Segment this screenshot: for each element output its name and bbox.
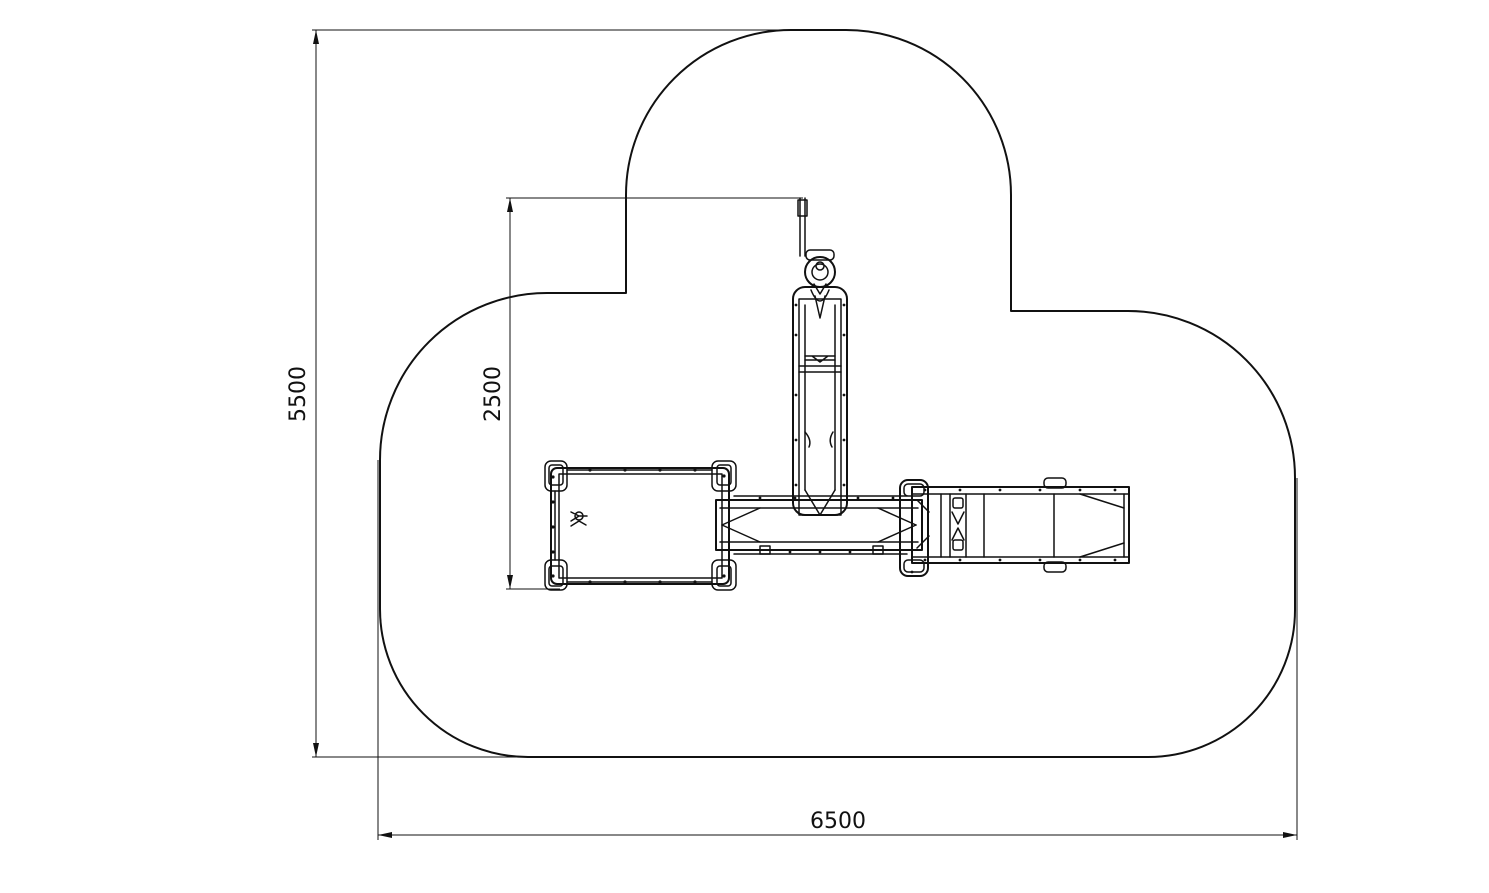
dimension-label-overall-width: 6500 [810, 809, 866, 834]
arrow-head-down [313, 743, 319, 757]
dimension-overall-depth: 5500 [286, 29, 846, 758]
bolt-pattern [794, 303, 846, 487]
safety-zone-outline [379, 29, 1296, 758]
horizontal-bridge [715, 495, 923, 555]
bolt-pattern [758, 496, 895, 554]
climbing-grip-icon [804, 431, 834, 448]
arrow-head-right [1283, 832, 1297, 838]
top-handle [797, 197, 836, 295]
dimension-overall-width: 6500 [377, 460, 1298, 840]
steering-wheel-icon [804, 256, 836, 288]
bolt-pattern [551, 468, 726, 584]
arrow-head-up [507, 198, 513, 212]
dimension-equipment-depth: 2500 [481, 197, 803, 590]
hand-grip-icon [570, 511, 588, 527]
dimension-label-equipment-depth: 2500 [481, 366, 506, 422]
bolt-pattern [910, 488, 1117, 574]
arrow-head-down [507, 575, 513, 589]
play-equipment-plan [544, 197, 1130, 591]
left-platform [544, 460, 737, 591]
arrow-head-up [313, 30, 319, 44]
vertical-climber [792, 286, 848, 516]
right-ramp [899, 477, 1130, 577]
dimension-label-overall-depth: 5500 [286, 366, 311, 422]
arrow-head-left [378, 832, 392, 838]
